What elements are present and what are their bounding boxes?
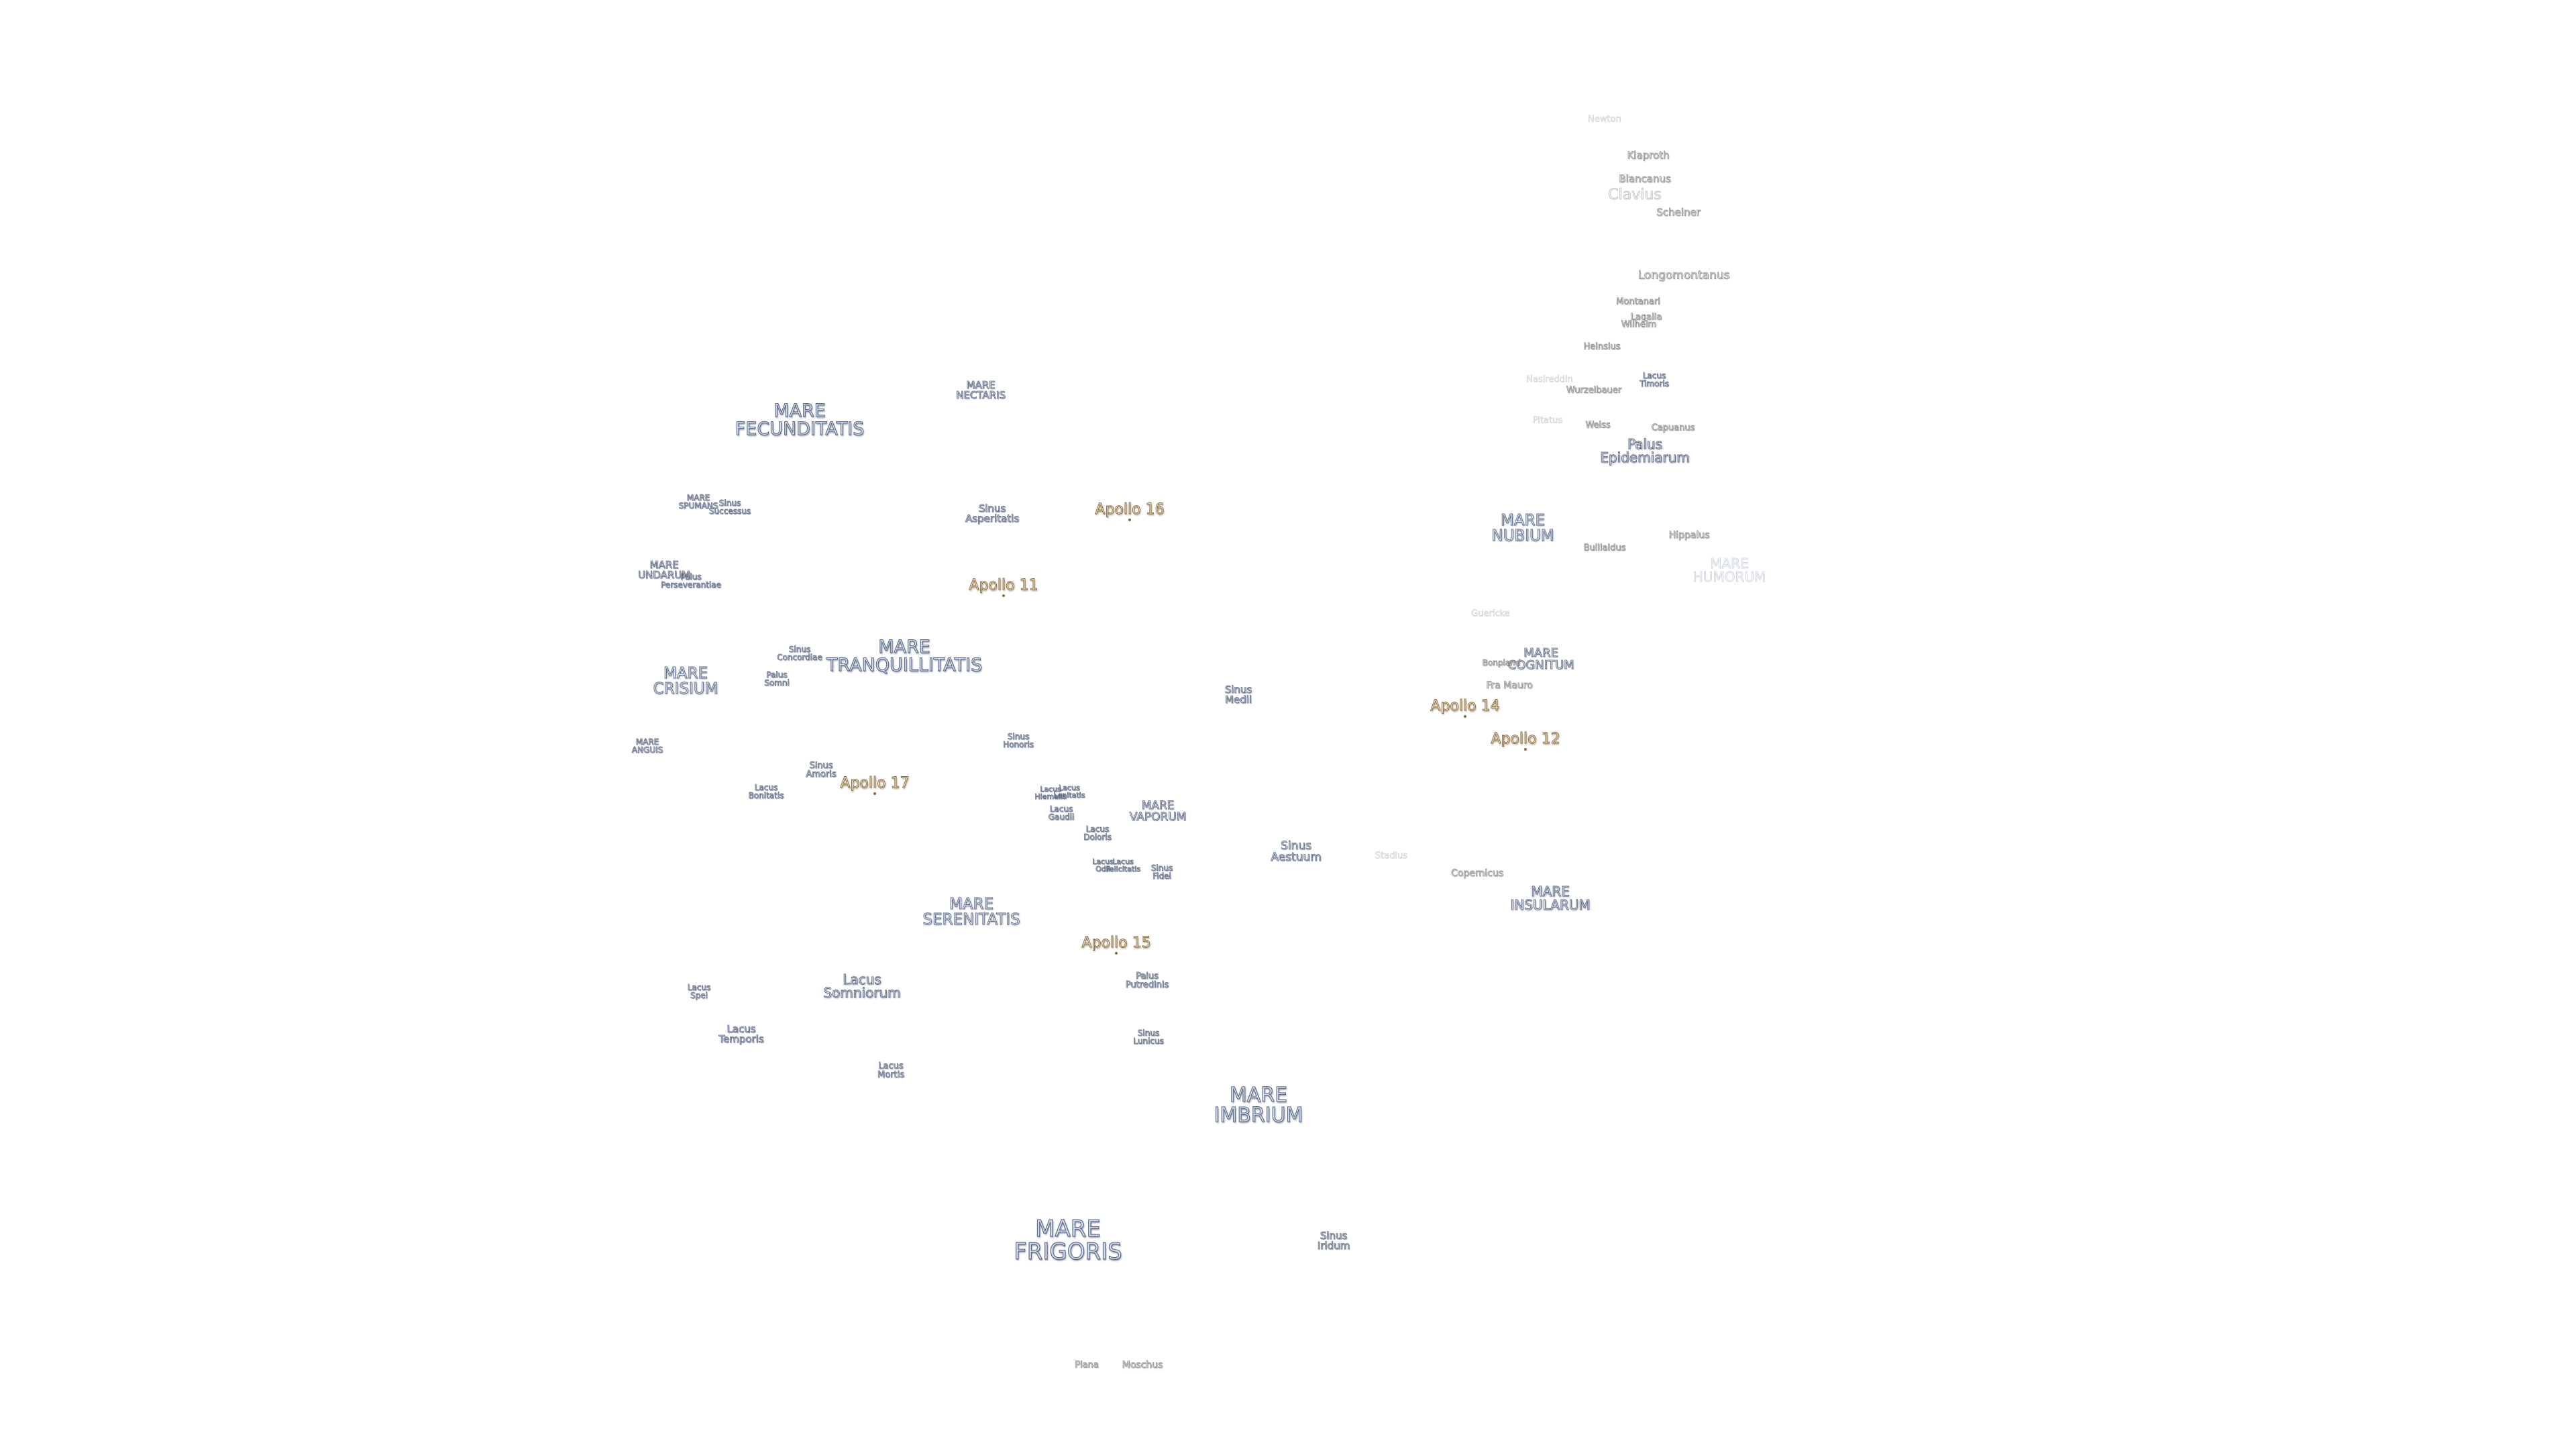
crater-label-longomontanus: Longomontanus — [1638, 268, 1730, 282]
marsh-label-palus-perseverantiae: Palus Perseverantiae — [661, 572, 722, 590]
apollo-15-site-marker — [1115, 952, 1118, 955]
bay-label-sinus-successus: Sinus Successus — [708, 498, 751, 516]
apollo-11-site-label: Apollo 11 — [969, 577, 1038, 594]
crater-label-capuanus: Capuanus — [1651, 423, 1695, 433]
crater-label-montanari: Montanari — [1616, 297, 1660, 307]
apollo-12-site-marker — [1524, 748, 1527, 751]
lake-label-lacus-timoris: Lacus Timoris — [1640, 371, 1670, 388]
mare-label-frigoris: MARE FRIGORIS — [1014, 1216, 1123, 1265]
crater-label-blancanus: Blancanus — [1619, 172, 1671, 185]
bay-label-sinus-medii: Sinus Medii — [1224, 684, 1252, 706]
mare-label-crisium: MARE CRISIUM — [653, 665, 718, 698]
crater-label-fra-mauro: Fra Mauro — [1486, 680, 1533, 691]
apollo-14-site-marker — [1464, 715, 1466, 718]
mare-label-tranquillitatis: MARE TRANQUILLITATIS — [826, 637, 983, 676]
crater-label-pitatus: Pitatus — [1532, 415, 1563, 426]
marsh-label-palus-putredinis: Palus Putredinis — [1125, 971, 1169, 990]
mare-label-nubium: MARE NUBIUM — [1491, 512, 1554, 545]
bay-label-sinus-amoris: Sinus Amoris — [806, 761, 837, 780]
lake-label-lacus-lenitatis: Lacus Lenitatis — [1053, 784, 1085, 800]
crater-label-lagalla: Lagalla — [1630, 312, 1662, 323]
crater-label-scheiner: Scheiner — [1656, 206, 1701, 219]
crater-label-guericke: Guericke — [1471, 608, 1510, 619]
mare-label-fecunditatis: MARE FECUNDITATIS — [735, 400, 865, 439]
apollo-17-site-label: Apollo 17 — [840, 775, 910, 792]
lake-label-lacus-gaudii: Lacus Gaudii — [1048, 804, 1075, 822]
lake-label-lacus-bonitatis: Lacus Bonitatis — [748, 783, 784, 800]
apollo-14-site-label: Apollo 14 — [1430, 698, 1500, 714]
mare-label-humorum: MARE HUMORUM — [1693, 555, 1766, 585]
crater-label-stadius: Stadius — [1375, 851, 1408, 861]
crater-label-bullialdus: Bullialdus — [1583, 543, 1626, 553]
crater-label-copernicus: Copernicus — [1451, 868, 1504, 879]
mare-label-insularum: MARE INSULARUM — [1510, 883, 1591, 913]
crater-label-moschus: Moschus — [1122, 1360, 1163, 1371]
crater-label-heinsius: Heinsius — [1583, 341, 1621, 352]
lake-label-lacus-mortis: Lacus Mortis — [877, 1061, 905, 1080]
crater-label-clavius: Clavius — [1608, 186, 1662, 203]
crater-label-plana: Plana — [1075, 1360, 1099, 1371]
apollo-11-site-marker — [1002, 594, 1005, 597]
crater-label-newton: Newton — [1588, 114, 1621, 125]
crater-label-bonpland: Bonpland — [1482, 658, 1521, 667]
marsh-label-palus-epidemiarum: Palus Epidemiarum — [1600, 436, 1690, 466]
lake-label-lacus-temporis: Lacus Temporis — [718, 1023, 764, 1045]
apollo-16-site-marker — [1128, 519, 1131, 521]
lake-label-lacus-hiemalis: Lacus Hiemalis — [1034, 785, 1067, 801]
mare-label-anguis: MARE ANGUIS — [631, 737, 663, 755]
mare-label-serenitatis: MARE SERENITATIS — [922, 896, 1020, 928]
apollo-12-site-label: Apollo 12 — [1491, 731, 1560, 747]
crater-label-klaproth: Klaproth — [1627, 149, 1670, 162]
lake-label-lacus-spei: Lacus Spei — [687, 983, 711, 1000]
bay-label-sinus-honoris: Sinus Honoris — [1003, 732, 1034, 749]
lake-label-lacus-felicitatis: Lacus Felicitatis — [1106, 857, 1141, 873]
mare-label-vaporum: MARE VAPORUM — [1129, 799, 1187, 824]
mare-label-spumans: MARE SPUMANS — [678, 493, 718, 511]
mare-label-undarum: MARE UNDARUM — [637, 559, 691, 581]
crater-label-nasireddin: Nasireddin — [1526, 374, 1573, 385]
bay-label-sinus-asperitatis: Sinus Asperitatis — [965, 502, 1020, 525]
mare-label-cognitum: MARE COGNITUM — [1507, 646, 1574, 672]
marsh-label-palus-somni: Palus Somni — [764, 670, 790, 688]
bay-label-sinus-concordiae: Sinus Concordiae — [777, 645, 822, 662]
bay-label-sinus-aestuum: Sinus Aestuum — [1271, 839, 1322, 864]
apollo-15-site-label: Apollo 15 — [1081, 934, 1151, 951]
crater-label-wilhelm: Wilhelm — [1621, 319, 1657, 330]
bay-label-sinus-lunicus: Sinus Lunicus — [1133, 1028, 1164, 1046]
bay-label-sinus-fidei: Sinus Fidei — [1150, 863, 1173, 881]
lake-label-lacus-doloris: Lacus Doloris — [1083, 824, 1112, 842]
apollo-16-site-label: Apollo 16 — [1095, 501, 1165, 518]
crater-label-wurzelbauer: Wurzelbauer — [1566, 385, 1622, 396]
mare-label-imbrium: MARE IMBRIUM — [1214, 1083, 1303, 1127]
crater-label-hippalus: Hippalus — [1668, 530, 1710, 541]
bay-label-sinus-iridum: Sinus Iridum — [1317, 1230, 1350, 1252]
lake-label-lacus-somniorum: Lacus Somniorum — [823, 971, 901, 1001]
apollo-17-site-marker — [873, 792, 876, 795]
mare-label-nectaris: MARE NECTARIS — [956, 379, 1006, 401]
crater-label-weiss: Weiss — [1585, 420, 1611, 431]
lake-label-lacus-odii: Lacus Odii — [1092, 857, 1114, 873]
